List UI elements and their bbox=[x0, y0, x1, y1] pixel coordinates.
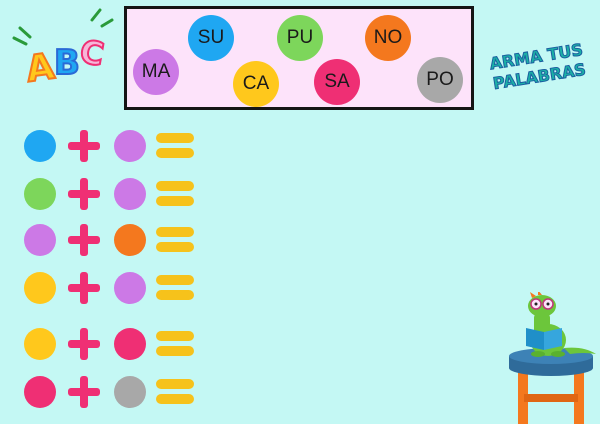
right-color-dot bbox=[114, 130, 146, 162]
plus-sign-icon bbox=[66, 128, 102, 164]
plus-sign-icon bbox=[66, 222, 102, 258]
equals-sign-icon bbox=[156, 378, 194, 406]
syllable-box: MA SU CA PU SA NO PO bbox=[124, 6, 474, 110]
logo-letter-a: A bbox=[24, 46, 57, 90]
right-color-dot bbox=[114, 272, 146, 304]
equation-row bbox=[24, 176, 204, 212]
left-color-dot bbox=[24, 178, 56, 210]
right-color-dot bbox=[114, 178, 146, 210]
plus-sign-icon bbox=[66, 374, 102, 410]
left-color-dot bbox=[24, 130, 56, 162]
logo-letter-c: C bbox=[77, 32, 107, 74]
syllable-circle: NO bbox=[365, 15, 411, 61]
equals-sign-icon bbox=[156, 226, 194, 254]
equals-sign-icon bbox=[156, 274, 194, 302]
plus-sign-icon bbox=[66, 326, 102, 362]
syllable-circle: SU bbox=[188, 15, 234, 61]
syllable-circle: SA bbox=[314, 59, 360, 105]
plus-sign-icon bbox=[66, 176, 102, 212]
left-color-dot bbox=[24, 224, 56, 256]
left-color-dot bbox=[24, 272, 56, 304]
equation-row bbox=[24, 326, 204, 362]
equation-row bbox=[24, 374, 204, 410]
syllable-circle: MA bbox=[133, 49, 179, 95]
equals-sign-icon bbox=[156, 180, 194, 208]
logo-letter-b: B bbox=[54, 43, 80, 83]
equation-row bbox=[24, 270, 204, 306]
equals-sign-icon bbox=[156, 132, 194, 160]
syllable-circle: PO bbox=[417, 57, 463, 103]
equals-sign-icon bbox=[156, 330, 194, 358]
equation-row bbox=[24, 222, 204, 258]
syllable-circle: PU bbox=[277, 15, 323, 61]
right-color-dot bbox=[114, 224, 146, 256]
equation-row bbox=[24, 128, 204, 164]
title-arma-tus-palabras: ARMA TUS PALABRAS bbox=[488, 40, 588, 94]
right-color-dot bbox=[114, 328, 146, 360]
dinosaur-reading-illustration bbox=[509, 292, 596, 424]
right-color-dot bbox=[114, 376, 146, 408]
left-color-dot bbox=[24, 328, 56, 360]
abc-logo: A B C bbox=[12, 8, 114, 90]
syllable-circle: CA bbox=[233, 61, 279, 107]
plus-sign-icon bbox=[66, 270, 102, 306]
left-color-dot bbox=[24, 376, 56, 408]
